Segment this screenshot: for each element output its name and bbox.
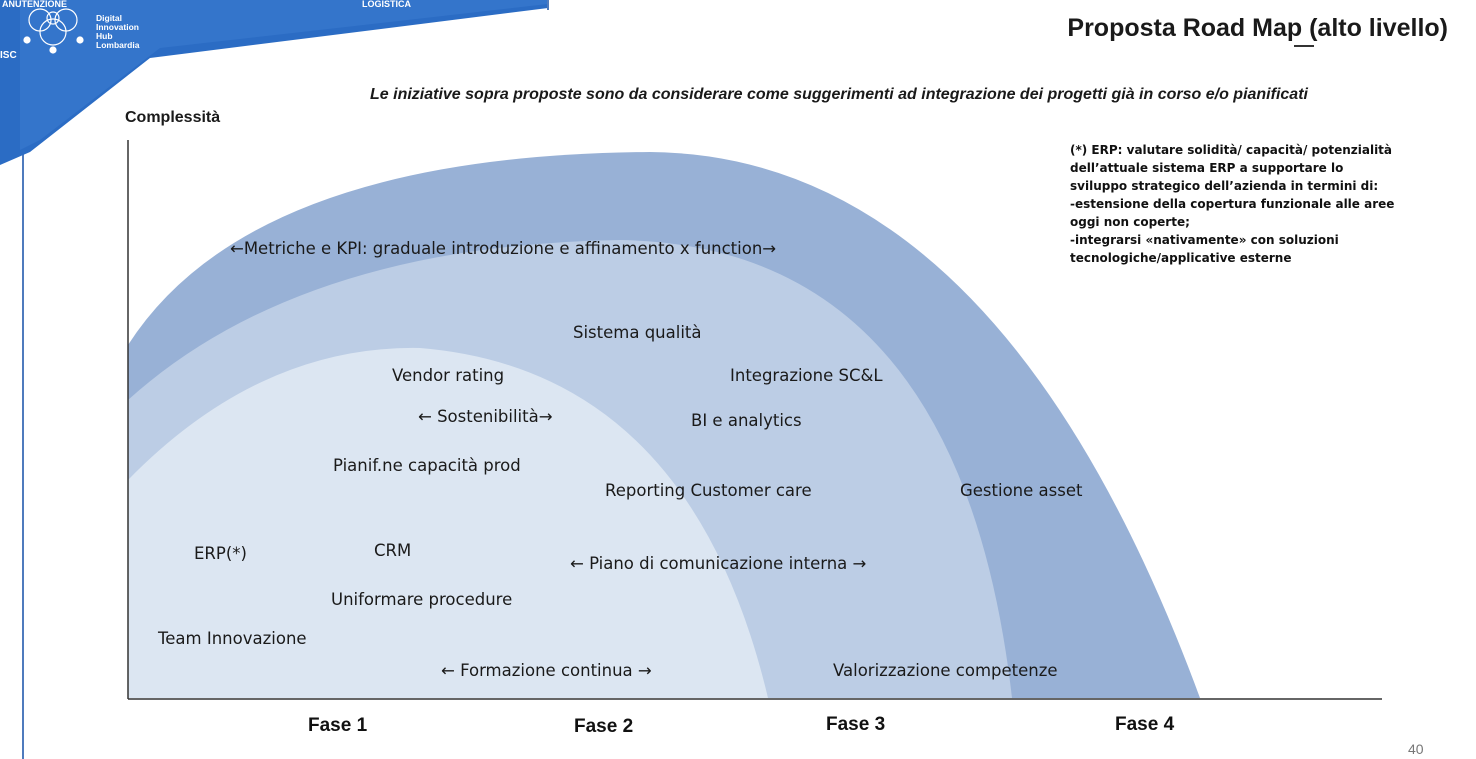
- slide-title: Proposta Road Map (alto livello): [1067, 14, 1448, 42]
- phase-3: Fase 3: [826, 714, 886, 735]
- page-number: 40: [1408, 741, 1424, 757]
- label-sistema-qualita: Sistema qualità: [573, 323, 702, 342]
- label-team-innovazione: Team Innovazione: [158, 629, 307, 648]
- label-reporting: Reporting Customer care: [605, 481, 812, 500]
- label-formazione: ← Formazione continua →: [441, 661, 652, 680]
- phase-4: Fase 4: [1115, 714, 1175, 735]
- phase-1: Fase 1: [308, 715, 368, 736]
- label-metriche-kpi: ←Metriche e KPI: graduale introduzione e…: [230, 239, 777, 258]
- arc-inner: [128, 347, 768, 698]
- label-bi-analytics: BI e analytics: [691, 411, 802, 430]
- tab-maintenance: ANUTENZIONE: [2, 0, 67, 9]
- logo-text: Digital Innovation Hub Lombardia: [96, 13, 140, 50]
- header-decoration: [0, 0, 549, 165]
- label-valorizzazione: Valorizzazione competenze: [833, 661, 1058, 680]
- slide-subtitle: Le iniziative sopra proposte sono da con…: [370, 86, 1308, 103]
- label-gestione-asset: Gestione asset: [960, 481, 1083, 500]
- y-axis-label: Complessità: [125, 109, 221, 126]
- label-pianificazione: Pianif.ne capacità prod: [333, 456, 521, 475]
- label-erp: ERP(*): [194, 544, 247, 563]
- label-crm: CRM: [374, 541, 412, 560]
- tab-logistics: LOGISTICA: [362, 0, 411, 9]
- label-piano-comunicazione: ← Piano di comunicazione interna →: [570, 554, 867, 573]
- label-integrazione: Integrazione SC&L: [730, 366, 883, 385]
- label-uniformare: Uniformare procedure: [331, 590, 513, 609]
- logo-icon: [23, 8, 84, 54]
- erp-note: (*) ERP: valutare solidità/ capacità/ po…: [1070, 143, 1395, 265]
- side-label: ISC: [0, 50, 17, 61]
- label-sostenibilita: ← Sostenibilità→: [418, 407, 553, 426]
- label-vendor-rating: Vendor rating: [392, 366, 505, 385]
- phase-2: Fase 2: [574, 716, 634, 737]
